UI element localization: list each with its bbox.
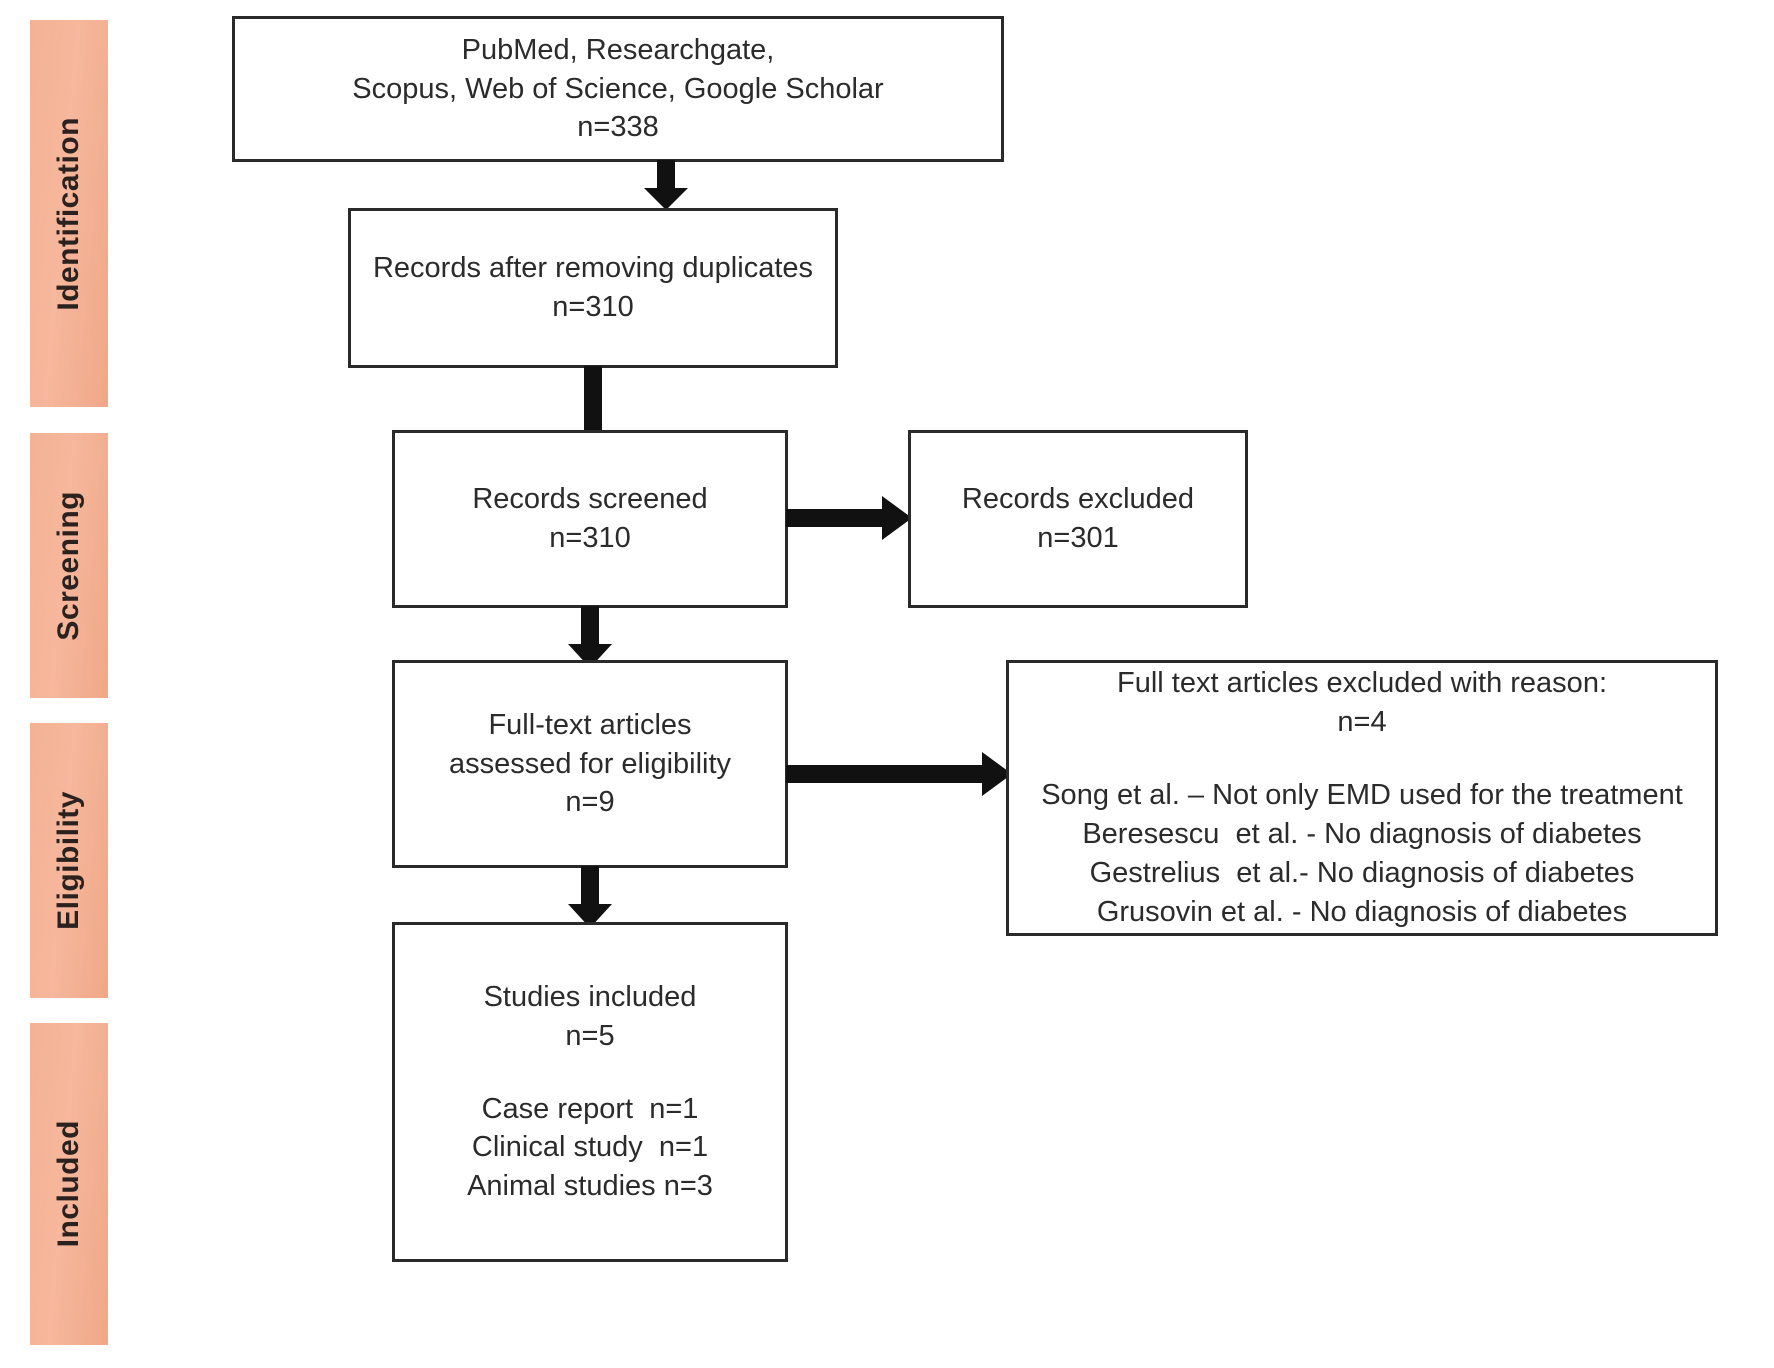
- box-excluded-reason-4: Grusovin et al. - No diagnosis of diabet…: [1096, 895, 1628, 928]
- phase-label-included: Included: [52, 1120, 85, 1248]
- box-excluded-reason-3: Gestrelius et al.- No diagnosis of diabe…: [1089, 856, 1635, 889]
- box-eligibility-line-2: assessed for eligibility: [448, 747, 732, 780]
- box-records-after-duplicates: Records after removing duplicates n=310: [348, 208, 838, 368]
- box-excluded-reason-2: Beresescu et al. - No diagnosis of diabe…: [1082, 818, 1642, 850]
- box-records-screened: Records screened n=310: [392, 430, 788, 608]
- box-sources-line-1: PubMed, Researchgate,: [461, 33, 775, 66]
- phase-bar-identification: Identification: [30, 20, 108, 407]
- box-records-screened-line-2: n=310: [549, 522, 631, 554]
- box-included-line-2: n=5: [565, 1019, 615, 1052]
- box-studies-included: Studies included n=5 Case report n=1 Cli…: [392, 922, 788, 1262]
- box-included-breakdown-3: Animal studies n=3: [467, 1170, 713, 1203]
- arrow-after-duplicates-to-screened: [565, 366, 621, 484]
- box-eligibility-line-1: Full-text articles: [488, 708, 692, 741]
- phase-label-identification: Identification: [52, 116, 85, 311]
- phase-bar-included: Included: [30, 1023, 108, 1345]
- box-records-excluded: Records excluded n=301: [908, 430, 1248, 608]
- arrow-screened-to-eligibility: [562, 606, 618, 668]
- arrow-eligibility-to-included: [562, 866, 618, 928]
- box-after-duplicates-line-2: n=310: [552, 291, 634, 323]
- phase-label-screening: Screening: [52, 490, 85, 641]
- arrow-sources-to-after-duplicates: [638, 160, 694, 210]
- box-records-excluded-line-2: n=301: [1037, 522, 1119, 554]
- arrow-eligibility-to-excluded-reasons: [786, 746, 1012, 802]
- box-excluded-reasons-header-2: n=4: [1337, 706, 1387, 739]
- box-after-duplicates-line-1: Records after removing duplicates: [372, 252, 814, 285]
- box-sources-line-2: Scopus, Web of Science, Google Scholar: [352, 72, 884, 105]
- box-included-breakdown-1: Case report n=1: [481, 1092, 699, 1125]
- arrow-screened-to-excluded: [786, 490, 912, 546]
- box-records-screened-line-1: Records screened: [472, 483, 708, 516]
- box-records-excluded-line-1: Records excluded: [961, 483, 1195, 516]
- box-fulltext-eligibility: Full-text articles assessed for eligibil…: [392, 660, 788, 868]
- phase-label-eligibility: Eligibility: [52, 791, 85, 930]
- phase-bar-eligibility: Eligibility: [30, 723, 108, 998]
- box-sources: PubMed, Researchgate, Scopus, Web of Sci…: [232, 16, 1004, 162]
- box-excluded-reasons-header-1: Full text articles excluded with reason:: [1117, 667, 1607, 700]
- box-included-line-1: Studies included: [483, 980, 697, 1013]
- box-included-breakdown-2: Clinical study n=1: [471, 1131, 709, 1164]
- phase-bar-screening: Screening: [30, 433, 108, 698]
- box-fulltext-excluded-reasons: Full text articles excluded with reason:…: [1006, 660, 1718, 936]
- box-excluded-reason-1: Song et al. – Not only EMD used for the …: [1041, 779, 1683, 812]
- box-sources-line-3: n=338: [577, 111, 659, 144]
- box-eligibility-line-3: n=9: [565, 786, 615, 819]
